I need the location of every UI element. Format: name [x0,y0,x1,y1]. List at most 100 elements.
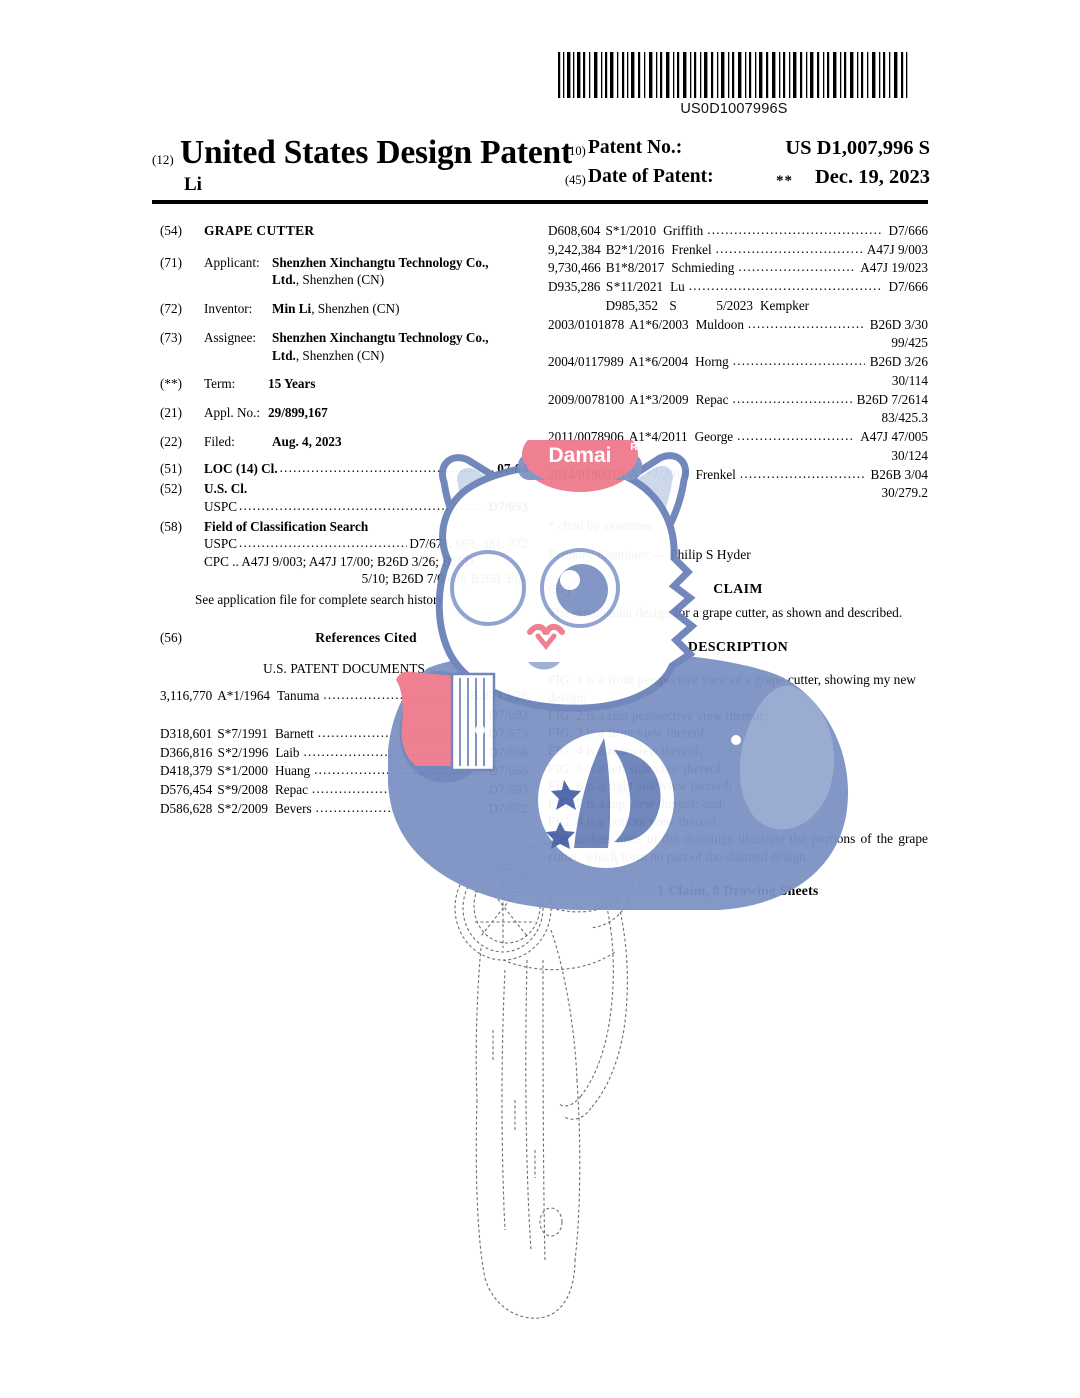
uscl-label: U.S. Cl. [204,481,248,497]
reference-date: 1/2000 [231,763,268,779]
reference-date: 7/2014 [651,466,689,482]
reference-number: 2004/0117989 [548,354,624,370]
reference-number: 2011/0078906 [548,429,624,445]
reference-classification-continued: 30/114 [891,372,928,388]
reference-asterisk: * [612,223,620,238]
reference-asterisk: * [226,688,234,704]
reference-date: 9/2008 [231,782,268,798]
assignee-code: (73) [160,330,182,346]
reference-kind-code: A [217,688,227,704]
reference-classification-continued: 30/279.2 [881,485,928,501]
reference-classification: A47J 9/003 [866,241,928,257]
description-line: FIG. 6 is a right side view thereof; [548,778,733,794]
reference-name: Muldoon [695,316,744,332]
reference-kind-code: S [605,279,614,295]
inventor-label: Inventor: [204,301,253,317]
bib-applicant: (71) Applicant: Shenzhen Xinchangtu Tech… [160,254,528,289]
reference-kind-code: B2 [605,241,622,257]
cpc-line1: A47J 9/003; A47J 17/00; B26D 3/26; B26D [241,553,474,569]
right-column: D608,604S*1/2010GriffithD7/6669,242,384B… [548,222,928,900]
description-heading: DESCRIPTION [687,639,789,654]
patent-date-row: (45) Date of Patent: ** Dec. 19, 2023 [565,166,930,195]
uscl-code: (52) [160,481,182,497]
uspc-row: USPC D7/693 [204,498,528,515]
applicant-name: Shenzhen Xinchangtu Technology Co., [272,254,489,270]
bib-assignee: (73) Assignee: Shenzhen Xinchangtu Techn… [160,329,528,364]
uspc-value: D7/693 [488,498,528,514]
masthead-right: (10) Patent No.: US D1,007,996 S (45) Da… [565,137,930,195]
reference-number: 2009/0078100 [548,391,625,407]
reference-number: D935,286 [548,279,601,295]
reference-date: 1/2010 [619,223,657,238]
reference-name: Barnett [274,725,314,741]
filed-code: (22) [160,434,182,450]
reference-kind-code: S [605,223,613,238]
reference-classification: D7/666 [888,223,928,238]
applno-label: Appl. No.: [204,405,261,421]
inventor-code: (72) [160,301,182,317]
patent-no-label: Patent No.: [588,137,683,158]
reference-asterisk: * [644,429,652,445]
reference-name: George [694,429,734,445]
reference-name: Griffith [663,223,704,238]
applicant-label: Applicant: [204,254,260,270]
fos-uspc-value: D7/673, 693, 381, 372 [409,536,528,552]
barcode-number: US0D1007996S [680,101,788,117]
reference-date: 5/2023 [716,297,753,313]
reference-name: Kempker [760,297,810,313]
page-title: United States Design Patent [180,134,572,171]
leader-dots [303,743,483,762]
references-heading: References Cited [315,630,417,646]
leader-dots [314,761,483,780]
term-label: Term: [204,376,236,392]
kind-code: (12) [152,152,174,167]
claim-text: The ornamental design for a grape cutter… [548,604,903,620]
reference-asterisk: * [644,354,652,370]
examiner-name: Philip S Hyder [669,547,751,563]
reference-number: D576,454 [160,782,213,798]
inventor-location: , Shenzhen (CN) [311,301,400,317]
cpc-row: CPC .. A47J 9/003; A47J 17/00; B26D 3/26… [204,553,528,570]
description-line: FIG. 4 is a rear view thereof; [548,742,704,758]
reference-kind-code: S [217,744,225,760]
reference-asterisk: * [224,782,232,798]
leader-dots [740,465,866,484]
reference-asterisk: * [621,241,628,257]
reference-classification: A47J 19/023 [860,260,928,276]
bib-us-class: (52) U.S. Cl. USPC D7/693 [160,480,528,515]
reference-kind-code: S [217,782,225,798]
reference-kind-code: S [217,800,225,816]
assignee-name2: Ltd. [272,347,296,363]
reference-kind-code: A1 [628,354,645,370]
fos-code: (58) [160,518,182,534]
term-value: 15 Years [268,376,316,392]
term-asterisk-mark: ** [776,173,793,189]
reference-classification: B26B 3/04 [870,466,928,482]
fos-label: Field of Classification Search [204,518,369,534]
bib-appl-no: (21) Appl. No.: 29/899,167 [160,404,528,421]
reference-kind-code: A1 [629,316,646,332]
reference-name: Bevers [274,800,312,816]
reference-number: 9,242,384 [548,241,601,257]
loc-code: (51) [160,460,182,476]
filed-label: Filed: [204,434,235,450]
reference-asterisk: * [645,466,652,482]
reference-asterisk: * [645,391,652,407]
reference-name: Laib [275,744,300,760]
patent-no-code: (10) [565,144,586,158]
reference-kind-code: A1 [628,429,645,445]
description-section: DESCRIPTION FIG. 1 is a front perspectiv… [548,638,928,900]
cpc-line2: 5/10; B26D 7/0608; B26B 3/04 [361,571,528,587]
inventor-name: Min Li [272,301,312,317]
broken-lines-note: The broken lines in the drawings illustr… [548,831,928,865]
reference-classification: B26D 7/2614 [856,391,928,407]
reference-date: 2/2009 [231,800,268,816]
loc-label: LOC (14) Cl. [204,460,278,476]
